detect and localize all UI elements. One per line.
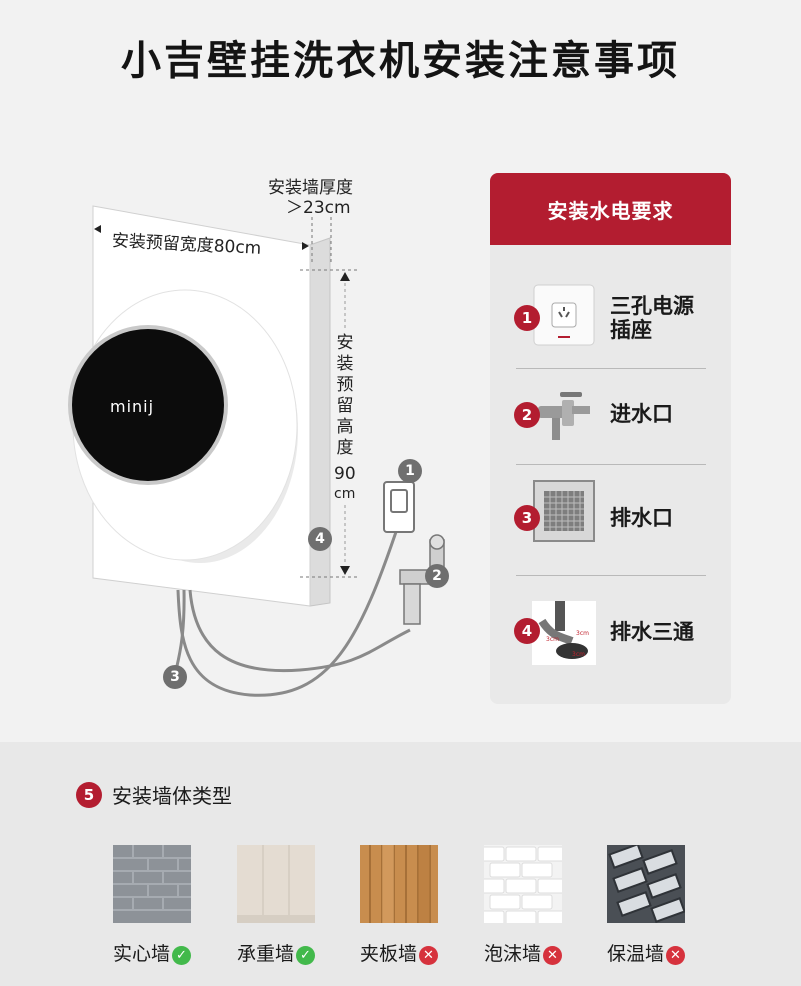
req-label-line2: 插座 [610,318,652,342]
marker-1: 1 [398,459,422,483]
wall-label: 承重墙 [236,943,294,965]
req-water-inlet: 2 进水口 [490,369,731,459]
marker-2: 2 [425,564,449,588]
req-floor-drain: 3 排水口 [490,465,731,555]
wall-label: 泡沫墙 [483,943,541,965]
wall-label: 夹板墙 [359,943,417,965]
req-number: 2 [514,402,540,428]
req-label: 进水口 [610,402,673,426]
req-label: 三孔电源 [610,294,694,318]
inlet-hose [188,589,411,673]
installation-diagram: 安装墙厚度 ＞23cm 安装预留宽度80cm 安 装 预 留 高 度 90 cm… [0,0,480,742]
wall-load-bearing: 承重墙✓ [226,845,326,966]
height-label-char: 装 [336,354,354,374]
diagram-drawing [68,205,445,697]
svg-text:3cm: 3cm [546,636,559,643]
wall-insulation: 保温墙✕ [596,843,696,966]
page-title: 小吉壁挂洗衣机安装注意事项 [121,38,680,84]
wall-thickness-value: ＞23cm [286,198,351,218]
height-label-char: 预 [336,375,354,395]
marker-4: 4 [308,527,332,551]
brand-logo: minij [110,397,155,416]
height-label-char: 高 [336,417,354,437]
svg-text:3cm: 3cm [572,651,585,658]
marker-3: 3 [163,665,187,689]
wall-label: 保温墙 [606,943,664,965]
wall-thickness-label: 安装墙厚度 [268,178,353,198]
wall-solid: 实心墙✓ [102,845,202,966]
req-label: 排水三通 [610,620,694,644]
req-number: 1 [514,305,540,331]
requirements-panel: 安装水电要求 1 三孔电源 插座 2 进水口 [490,173,731,704]
check-icon: ✓ [172,946,191,965]
panel-title: 安装水电要求 [490,173,731,245]
solid-wall-swatch [113,845,191,923]
water-tap-icon [538,392,590,440]
check-icon: ✓ [296,946,315,965]
power-cable [176,519,402,697]
wall-label: 实心墙 [112,943,170,965]
cross-icon: ✕ [419,946,438,965]
req-power-socket: 1 三孔电源 插座 [490,273,731,363]
divider [516,575,706,576]
plywood-wall-swatch [360,845,438,923]
req-number: 4 [514,618,540,644]
svg-text:3cm: 3cm [576,630,589,637]
cross-icon: ✕ [666,946,685,965]
drain-tee-icon: 3cm 3cm 3cm [532,601,596,665]
foam-wall-swatch [473,845,569,926]
divider [516,464,706,465]
height-value: 90 [334,464,356,484]
height-label-char: 度 [336,438,354,458]
height-label-char: 留 [336,396,354,416]
section-number: 5 [76,781,102,808]
wall-plywood: 夹板墙✕ [349,845,449,966]
req-number: 3 [514,505,540,531]
washer-door [72,329,224,481]
power-socket-icon [533,284,595,346]
req-label: 排水口 [610,506,673,530]
floor-drain-icon [533,480,595,542]
height-unit: cm [334,486,356,502]
insulation-wall-swatch [607,843,686,923]
req-drain-tee: 3cm 3cm 3cm 4 排水三通 [490,585,731,675]
divider [516,368,706,369]
wall-types-heading: 5 安装墙体类型 [76,780,232,809]
height-label-char: 安 [336,333,354,353]
load-bearing-wall-swatch [237,845,315,923]
section-title: 安装墙体类型 [112,784,232,808]
wall-foam: 泡沫墙✕ [473,845,573,966]
cross-icon: ✕ [543,946,562,965]
